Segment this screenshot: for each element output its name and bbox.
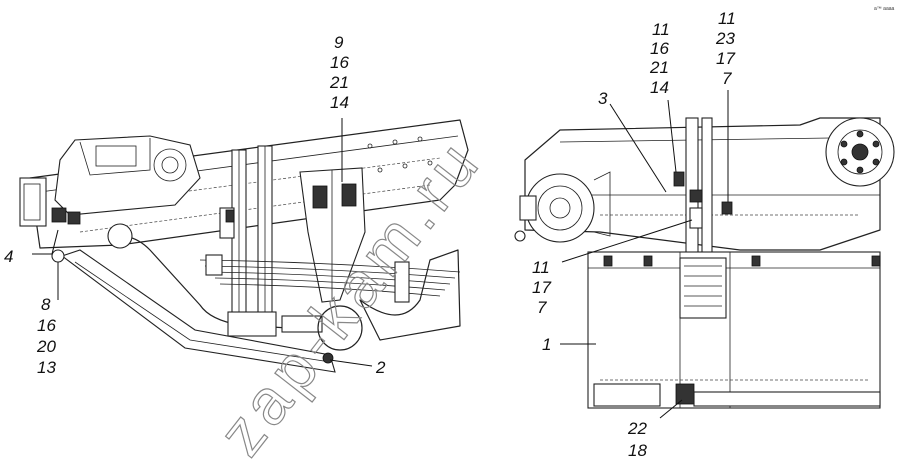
svg-text:8: 8 [41, 295, 51, 314]
callout-11-23-17-7: 11 23 17 7 [715, 9, 736, 88]
frame-rivets [367, 136, 433, 173]
svg-text:1: 1 [542, 335, 551, 354]
callout-11-17-7: 11 17 7 [532, 258, 551, 317]
right-fasteners [514, 171, 733, 242]
callout-11-16-21-14: 11 16 21 14 [649, 20, 670, 97]
svg-text:21: 21 [329, 73, 349, 92]
left-assembly-view [19, 118, 469, 373]
svg-text:16: 16 [650, 39, 669, 58]
right-assembly-view [514, 90, 895, 419]
callout-2: 2 [375, 358, 386, 377]
svg-text:16: 16 [37, 316, 56, 335]
svg-text:7: 7 [537, 298, 547, 317]
svg-text:4: 4 [4, 247, 13, 266]
svg-text:9: 9 [334, 33, 344, 52]
svg-text:3: 3 [598, 89, 608, 108]
svg-text:2: 2 [375, 358, 386, 377]
callout-9-16-21-14: 9 16 21 14 [329, 33, 349, 112]
svg-text:11: 11 [532, 258, 550, 277]
svg-text:17: 17 [532, 278, 551, 297]
wheel-studs [840, 130, 880, 174]
callout-4: 4 [4, 247, 13, 266]
svg-text:11: 11 [652, 20, 670, 39]
svg-text:20: 20 [36, 337, 56, 356]
callout-8-16-20-13: 8 16 20 13 [36, 295, 56, 377]
svg-text:17: 17 [716, 49, 735, 68]
callout-22-18: 22 18 [627, 419, 647, 460]
svg-text:18: 18 [628, 441, 647, 460]
svg-text:23: 23 [715, 29, 735, 48]
svg-text:21: 21 [649, 58, 669, 77]
svg-text:13: 13 [37, 358, 56, 377]
tank-knobs [603, 255, 881, 267]
svg-text:16: 16 [330, 53, 349, 72]
callout-3: 3 [598, 89, 608, 108]
leaf-spring [199, 259, 461, 297]
svg-text:14: 14 [650, 78, 669, 97]
svg-text:22: 22 [627, 419, 647, 438]
svg-text:11: 11 [718, 9, 736, 28]
svg-text:14: 14 [330, 93, 349, 112]
svg-text:7: 7 [722, 69, 732, 88]
callout-1: 1 [542, 335, 551, 354]
left-fasteners [51, 207, 410, 364]
corner-mark: a™ aaaa [874, 6, 895, 12]
